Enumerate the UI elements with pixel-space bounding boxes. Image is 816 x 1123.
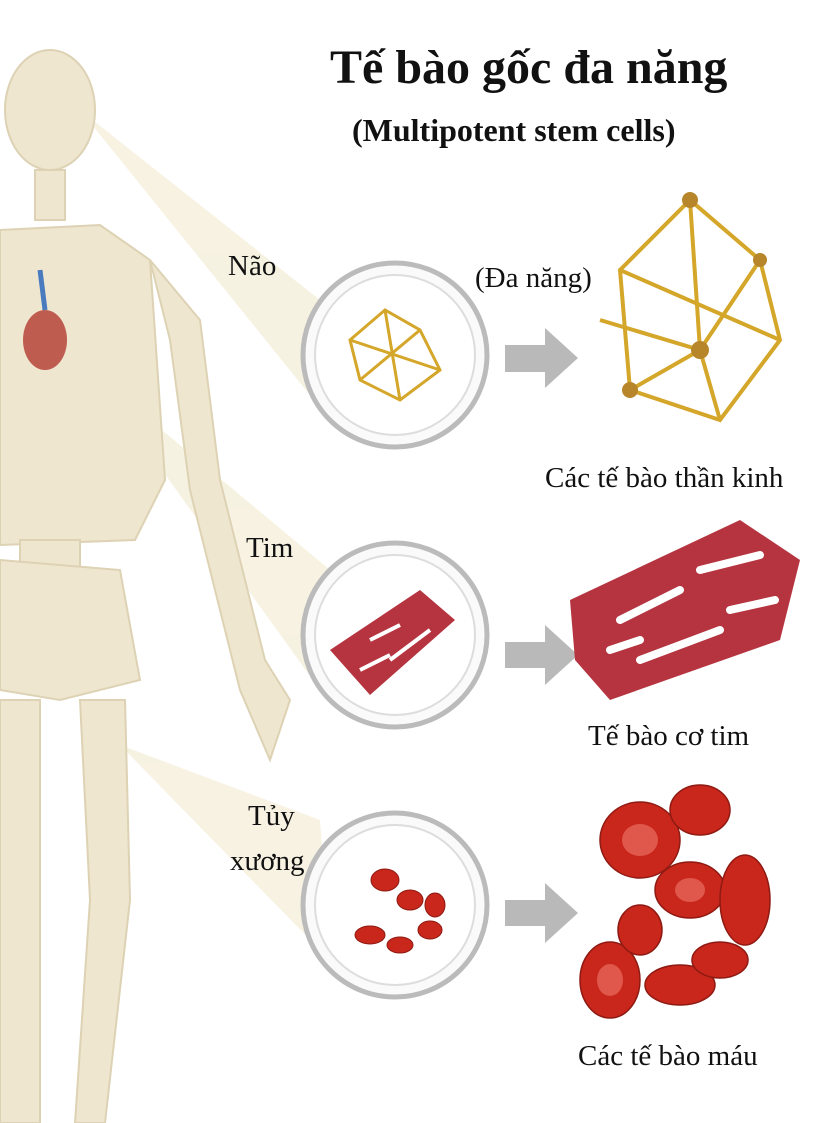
petri-dish-brain: [300, 260, 490, 450]
heart: [23, 269, 67, 370]
heart-muscle-image: [570, 520, 800, 700]
label-nerve-cells: Các tế bào thần kinh: [545, 462, 784, 494]
label-bone-marrow-line1: Tủy: [248, 800, 295, 832]
petri-dish-bone-marrow: [300, 810, 490, 1000]
arrow-icon: [505, 328, 578, 943]
blood-cells-image: [579, 784, 771, 1019]
label-bone-marrow-line2: xương: [230, 845, 305, 877]
neuron-cells-image: [599, 192, 783, 423]
subtitle: (Multipotent stem cells): [352, 112, 676, 148]
label-heart-muscle-cells: Tế bào cơ tim: [588, 720, 750, 752]
label-brain: Não: [228, 250, 277, 282]
skeleton-figure: [0, 49, 292, 1123]
label-multipotent: (Đa năng): [475, 262, 592, 294]
label-blood-cells: Các tế bào máu: [578, 1040, 758, 1072]
petri-dish-heart: [300, 540, 490, 730]
title: Tế bào gốc đa năng: [330, 41, 728, 94]
label-heart: Tim: [246, 532, 294, 564]
